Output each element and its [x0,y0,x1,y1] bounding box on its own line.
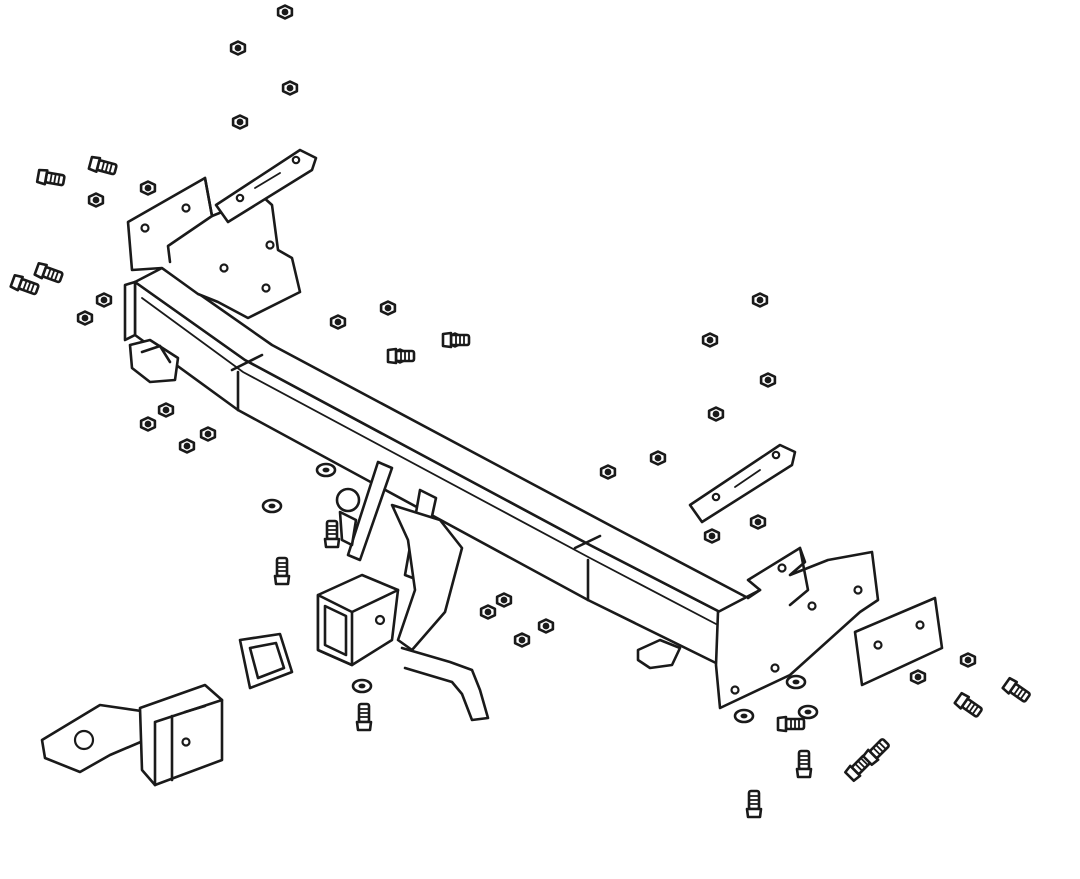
nut [139,416,157,432]
nut [537,618,555,634]
nut [649,450,667,466]
nut [231,114,249,130]
nut [703,528,721,544]
nut [329,314,347,330]
nut [229,40,247,56]
washer [785,674,807,690]
bolt [33,261,64,284]
nut [495,592,513,608]
right-mounting-bracket [636,546,880,710]
nut [199,426,217,442]
bolt [795,749,813,779]
bolt [861,738,890,767]
nut [95,292,113,308]
nut [513,632,531,648]
bolt [1001,676,1031,703]
nut [281,80,299,96]
nut [479,604,497,620]
nut [87,192,105,208]
hitch-pin [335,487,361,547]
washer [797,704,819,720]
nut [379,300,397,316]
nut [707,406,725,422]
nut [701,332,719,348]
fastener-group [9,4,1031,819]
nut [157,402,175,418]
nut [909,669,927,685]
washer [261,498,283,514]
bolt [323,519,341,549]
right-spacer-plate [688,443,797,524]
washer [351,678,373,694]
nut [751,292,769,308]
ball-mount [40,683,224,787]
nut [599,464,617,480]
bolt [355,702,373,732]
backing-plate [853,596,944,687]
bolt [87,155,118,176]
bolt [953,691,983,718]
bolt [35,168,66,187]
nut [276,4,294,20]
bolt [386,347,416,365]
nut [749,514,767,530]
bolt [9,273,40,296]
bolt [273,556,291,586]
left-spacer-plate [214,148,318,224]
receiver-hitch [316,460,490,722]
bolt [745,789,763,819]
bolt [776,715,806,733]
nut [178,438,196,454]
nut [959,652,977,668]
nut [76,310,94,326]
bolt [441,331,471,349]
nut [139,180,157,196]
nut [759,372,777,388]
washer [733,708,755,724]
washer [315,462,337,478]
receiver-cover [238,632,294,690]
